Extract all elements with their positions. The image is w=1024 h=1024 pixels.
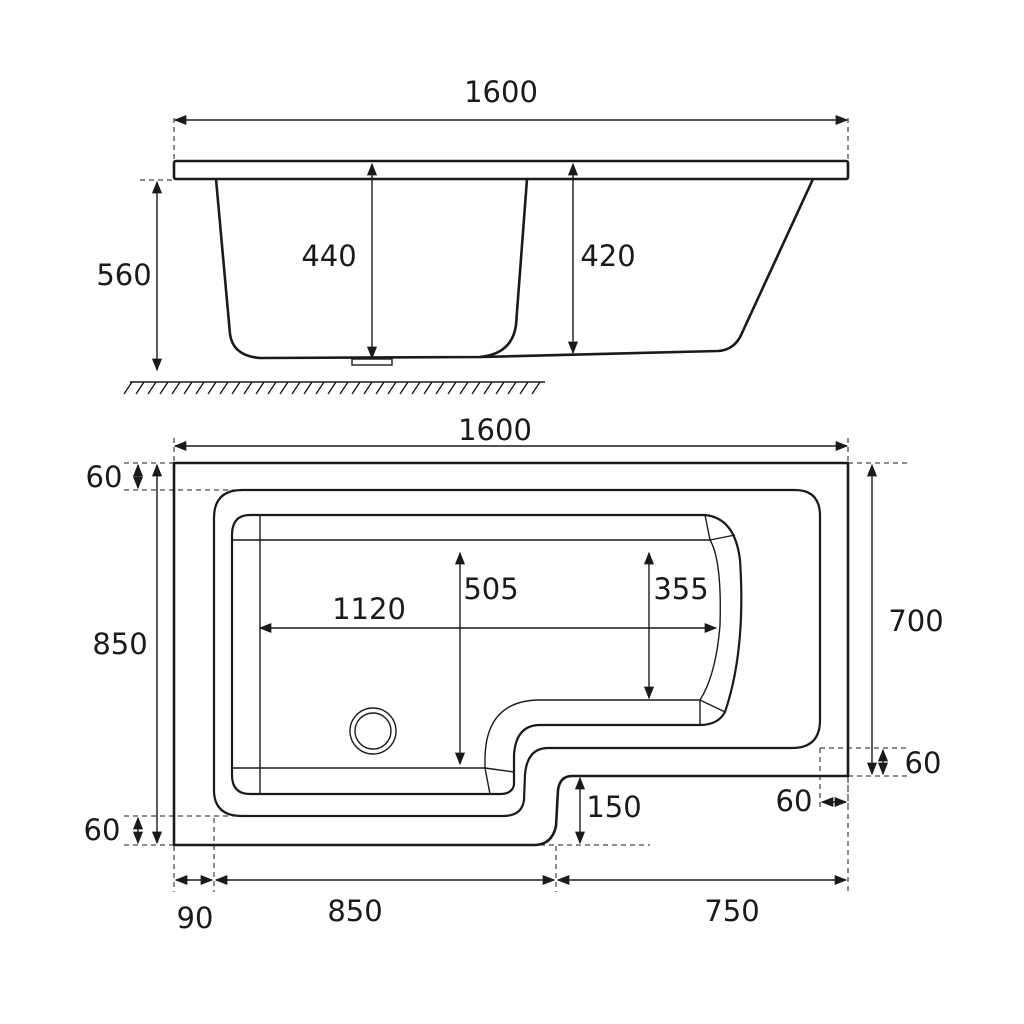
dim-plan-width: 850 (92, 627, 147, 661)
floor-hatch-mark (507, 381, 517, 395)
dim-internal-length: 1120 (332, 592, 406, 626)
floor-hatch-mark (387, 381, 397, 395)
dim-side-length: 1600 (464, 75, 538, 109)
floor-hatch-mark (519, 381, 529, 395)
floor-hatch-mark (123, 381, 133, 395)
floor-hatch-mark (531, 381, 541, 395)
floor-hatch-mark (207, 381, 217, 395)
dim-bath-section: 750 (704, 894, 759, 928)
floor-hatch-mark (147, 381, 157, 395)
dim-side-height: 560 (96, 258, 151, 292)
plan-outer-outline (172, 461, 850, 847)
floor-hatch-mark (471, 381, 481, 395)
floor-hatch-mark (363, 381, 373, 395)
floor-hatch-mark (483, 381, 493, 395)
dim-rim-bottom: 60 (84, 813, 121, 847)
floor-hatch-mark (183, 381, 193, 395)
plan-drain-inner (354, 712, 392, 750)
floor-hatch-mark (255, 381, 265, 395)
dim-plan-narrow-width: 700 (888, 604, 943, 638)
side-rim (172, 159, 850, 181)
floor-hatch-mark (327, 381, 337, 395)
floor-hatch-mark (231, 381, 241, 395)
dim-shower-section: 850 (327, 894, 382, 928)
floor-hatch-mark (399, 381, 409, 395)
floor-hatch-mark (219, 381, 229, 395)
floor-hatch-mark (375, 381, 385, 395)
floor-hatch-mark (339, 381, 349, 395)
floor-hatch-mark (315, 381, 325, 395)
floor-hatch-mark (279, 381, 289, 395)
dim-step: 150 (586, 790, 641, 824)
floor-hatch-mark (171, 381, 181, 395)
floor-hatch-mark (495, 381, 505, 395)
floor-hatch-mark (195, 381, 205, 395)
dim-internal-width-bath: 355 (653, 572, 708, 606)
floor-hatch-mark (411, 381, 421, 395)
plan-basin-outline (230, 513, 743, 796)
dim-bath-depth: 420 (580, 239, 635, 273)
dim-plan-length: 1600 (458, 413, 532, 447)
side-view: 1600 560 440 420 (96, 75, 850, 395)
floor-hatch (123, 381, 541, 395)
floor-hatch-mark (351, 381, 361, 395)
plan-basin-floor (259, 539, 721, 769)
dim-rim-right-end: 60 (776, 784, 813, 818)
floor-hatch-mark (423, 381, 433, 395)
floor-hatch-mark (435, 381, 445, 395)
floor-hatch-mark (447, 381, 457, 395)
floor-hatch-mark (135, 381, 145, 395)
side-bath-body (479, 178, 815, 359)
floor-hatch-mark (243, 381, 253, 395)
plan-view: 1600 850 60 60 700 60 60 1120 505 (84, 413, 944, 935)
dim-rim-right: 60 (905, 746, 942, 780)
floor-hatch-mark (291, 381, 301, 395)
waste-outlet (351, 358, 393, 366)
dim-internal-width-shower: 505 (463, 572, 518, 606)
floor-hatch-mark (459, 381, 469, 395)
plan-drain-outer (349, 707, 397, 755)
dim-shower-depth: 440 (301, 239, 356, 273)
floor-hatch-mark (267, 381, 277, 395)
dim-rim-top: 60 (86, 460, 123, 494)
plan-rim-inner (212, 488, 822, 818)
floor-hatch-mark (159, 381, 169, 395)
dim-offset-left: 90 (177, 901, 214, 935)
floor-hatch-mark (303, 381, 313, 395)
